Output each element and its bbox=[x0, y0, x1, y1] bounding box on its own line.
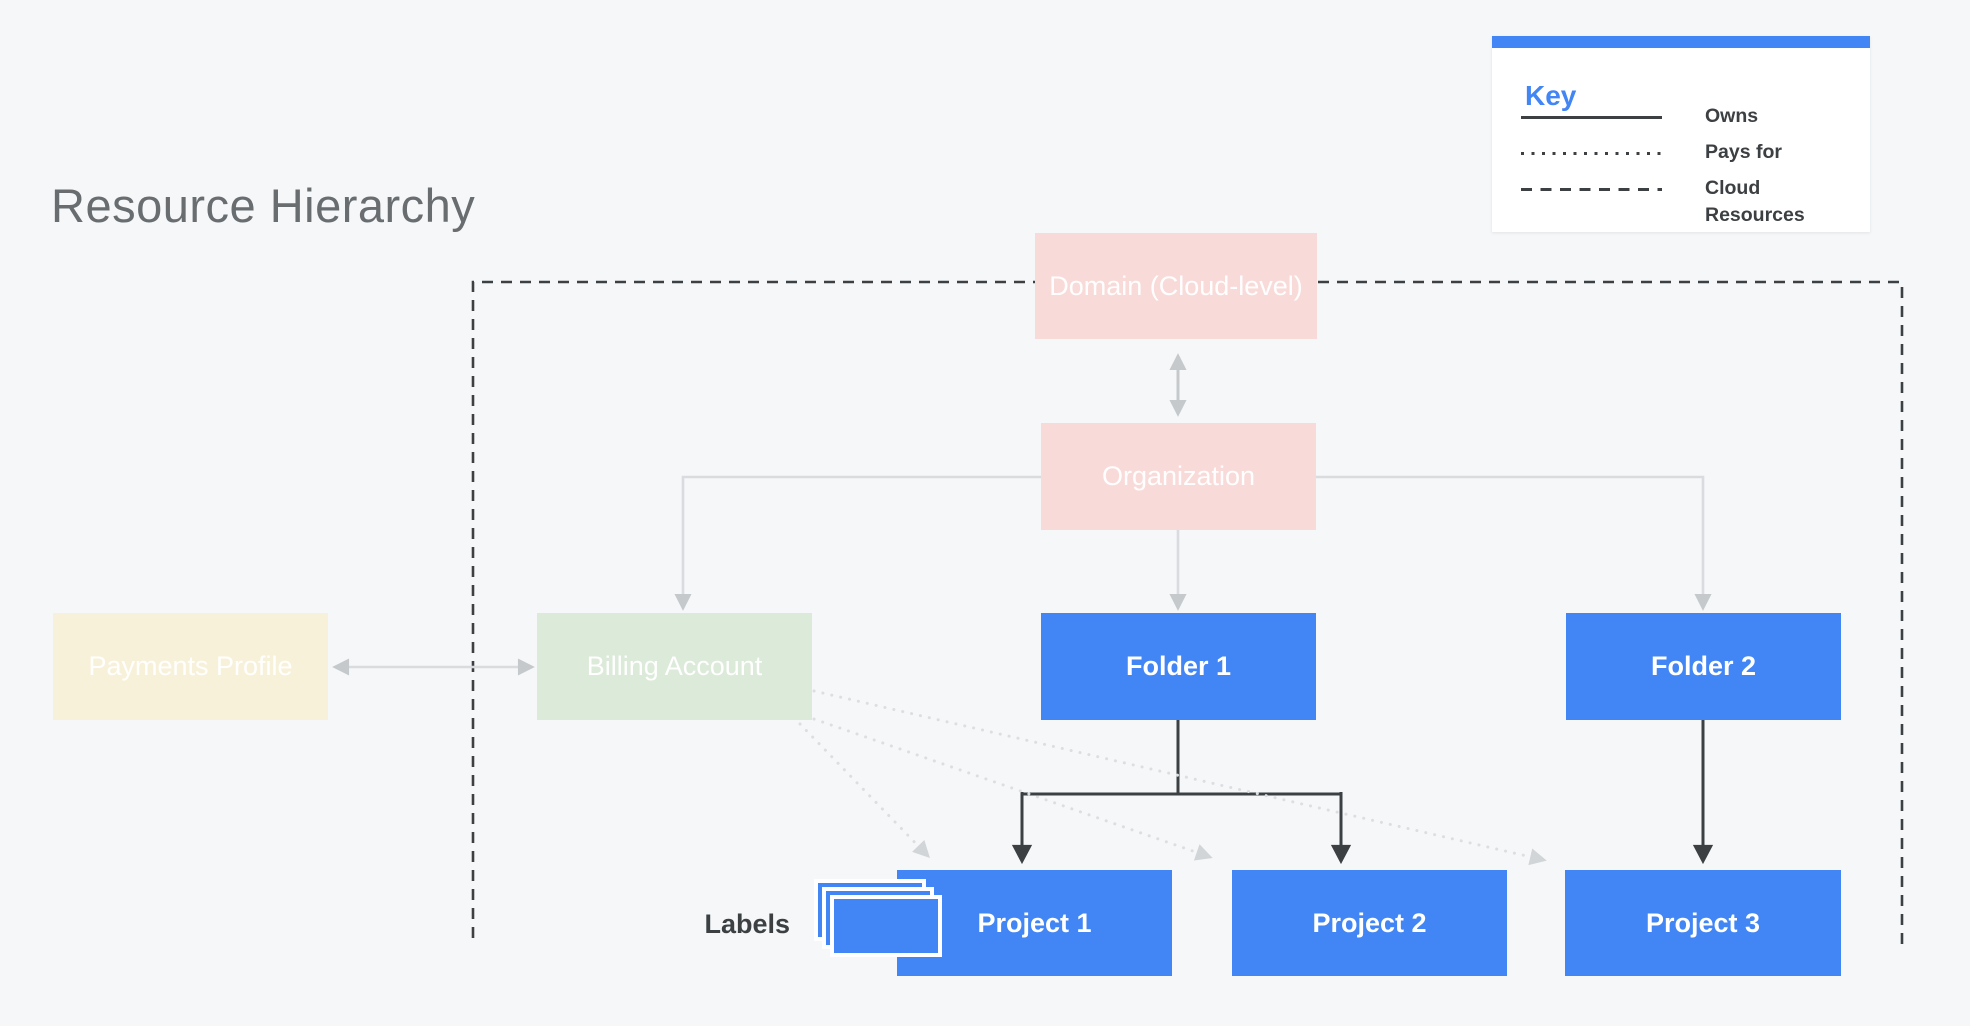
legend-dashed-line-sample bbox=[1521, 188, 1662, 191]
node-billing-account-label: Billing Account bbox=[586, 651, 763, 681]
node-project-2-label: Project 2 bbox=[1312, 907, 1427, 938]
node-organization: Organization bbox=[1041, 423, 1316, 530]
node-folder-2-label: Folder 2 bbox=[1650, 651, 1757, 681]
node-domain: Domain (Cloud-level) bbox=[1035, 233, 1317, 339]
node-organization-label: Organization bbox=[1101, 461, 1256, 491]
node-domain-label: Domain (Cloud-level) bbox=[1049, 270, 1303, 301]
legend-label-cloud-resources: Cloud Resources bbox=[1705, 177, 1805, 226]
label-card-front bbox=[830, 895, 942, 957]
page-title: Resource Hierarchy bbox=[51, 179, 476, 232]
node-folder-1-label: Folder 1 bbox=[1125, 651, 1232, 681]
edge-organization-billing bbox=[674, 475, 1041, 611]
node-project-3-label: Project 3 bbox=[1645, 907, 1761, 938]
edge-organization-folder2 bbox=[1316, 475, 1712, 611]
node-project-1-label: Project 1 bbox=[977, 907, 1092, 938]
legend-accent-bar bbox=[1492, 36, 1870, 48]
node-folder-2: Folder 2 bbox=[1566, 613, 1841, 720]
node-payments-profile-label: Payments Profile bbox=[88, 651, 293, 681]
node-folder-1: Folder 1 bbox=[1041, 613, 1316, 720]
legend-heading: Key bbox=[1525, 80, 1577, 111]
node-payments-profile: Payments Profile bbox=[53, 613, 328, 720]
legend-solid-line-sample bbox=[1521, 116, 1662, 119]
legend-dotted-line-sample bbox=[1521, 152, 1662, 155]
labels-stack-icon bbox=[814, 879, 946, 961]
legend-label-pays-for: Pays for bbox=[1705, 141, 1782, 163]
edge-billing-project2 bbox=[812, 717, 1213, 861]
node-project-3: Project 3 bbox=[1565, 870, 1841, 976]
node-billing-account: Billing Account bbox=[537, 613, 812, 720]
edge-billing-project1 bbox=[798, 722, 930, 859]
legend: Key Owns Pays for Cloud Resources bbox=[1492, 36, 1870, 232]
legend-label-owns: Owns bbox=[1705, 105, 1759, 127]
labels-caption: Labels bbox=[704, 909, 790, 939]
node-project-2: Project 2 bbox=[1232, 870, 1507, 976]
